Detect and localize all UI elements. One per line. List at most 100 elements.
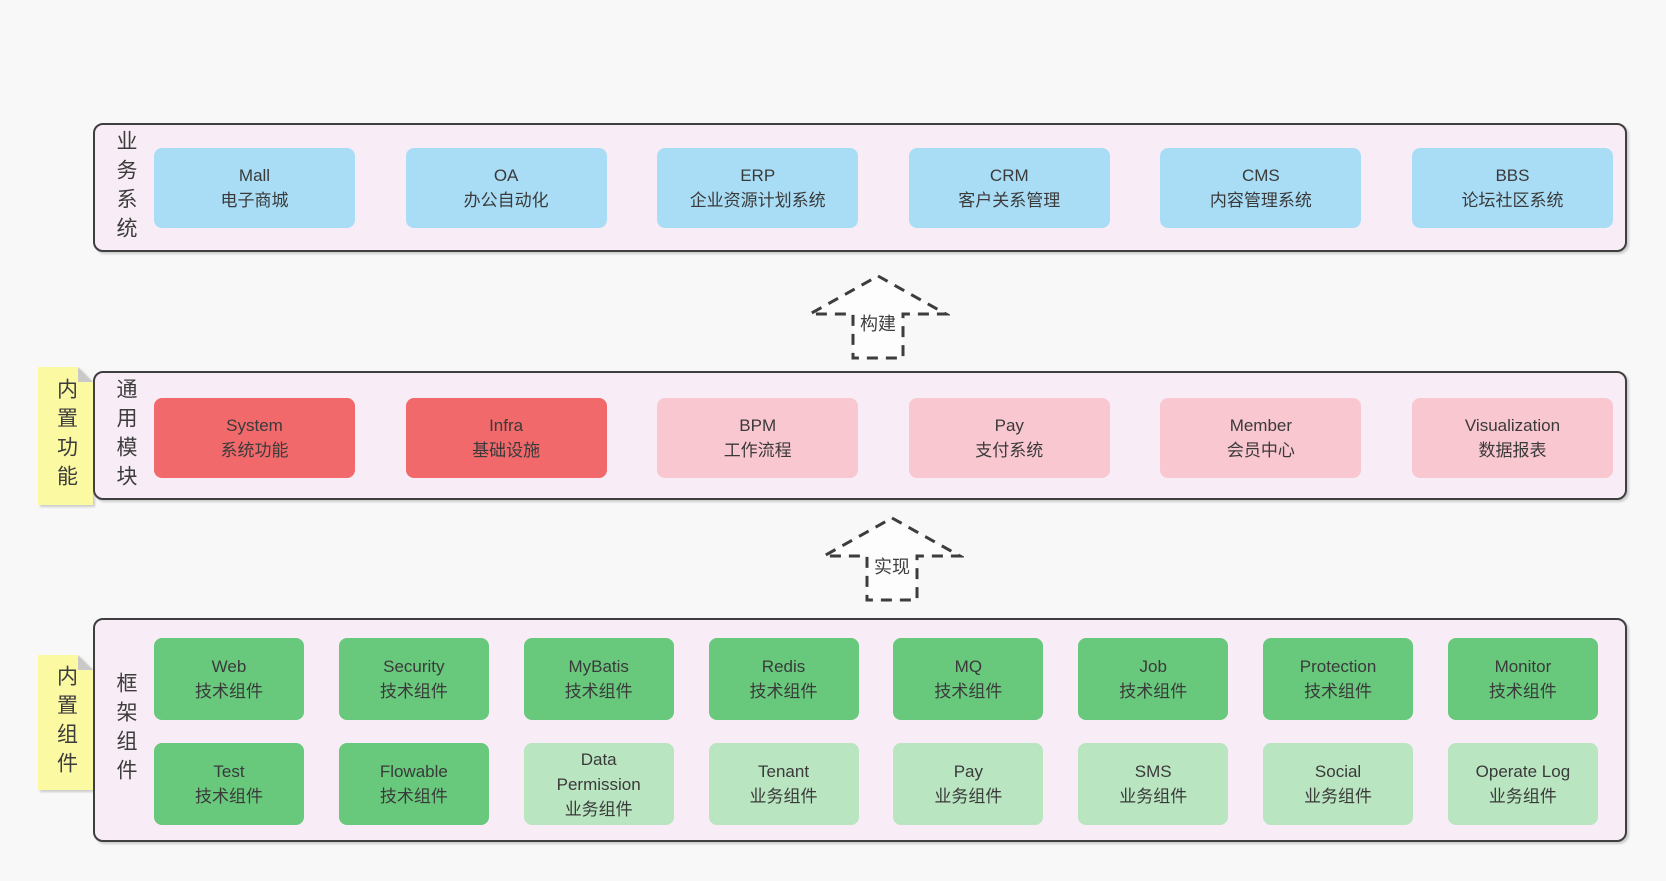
node-title: Tenant [758, 762, 810, 781]
arrow-implement-label: 实现 [874, 557, 910, 577]
side-label-common-modules: 通用模块 [101, 373, 149, 498]
node-title: Mall [238, 166, 271, 185]
node-mybatis: MyBatis 技术组件 [523, 638, 674, 720]
node-subtitle: 工作流程 [723, 441, 792, 460]
node-subtitle: 数据报表 [1478, 441, 1547, 460]
node-erp: ERP 企业资源计划系统 [657, 148, 859, 228]
node-oa: OA 办公自动化 [405, 148, 607, 228]
node-subtitle: 业务组件 [934, 787, 1003, 806]
node-subtitle: 技术组件 [195, 787, 263, 806]
side-label-business-systems: 业务系统 [101, 125, 149, 250]
node-crm: CRM 客户关系管理 [908, 148, 1110, 228]
node-title: Job [1139, 657, 1167, 676]
up-arrow-icon [820, 516, 964, 602]
node-title: SMS [1134, 762, 1172, 781]
node-subtitle: 技术组件 [749, 682, 818, 701]
node-subtitle: 系统功能 [220, 441, 289, 460]
node-title: Member [1229, 416, 1293, 435]
node-protection: Protection 技术组件 [1263, 638, 1414, 720]
node-subtitle: 内容管理系统 [1209, 191, 1312, 210]
node-subtitle: 技术组件 [379, 787, 448, 806]
node-mq: MQ 技术组件 [893, 638, 1044, 720]
node-title: OA [493, 166, 519, 185]
node-visualization: Visualization 数据报表 [1411, 398, 1613, 478]
node-subtitle: 会员中心 [1226, 441, 1295, 460]
node-member: Member 会员中心 [1160, 398, 1362, 478]
node-subtitle: 客户关系管理 [958, 191, 1061, 210]
node-job: Job 技术组件 [1078, 638, 1229, 720]
node-subtitle: 企业资源计划系统 [689, 191, 826, 210]
sticky-note-text: 内置功能 [54, 378, 78, 494]
node-test: Test 技术组件 [154, 743, 304, 825]
fold-corner-icon [78, 655, 93, 670]
node-title: BBS [1495, 166, 1530, 185]
node-title: ERP [740, 166, 776, 185]
side-label-text: 业务系统 [114, 129, 137, 246]
node-pay: Pay 支付系统 [908, 398, 1110, 478]
node-subtitle: 业务组件 [1119, 787, 1188, 806]
node-title: Redis [761, 657, 806, 676]
node-web: Web 技术组件 [154, 638, 304, 720]
fold-corner-icon [78, 367, 93, 382]
node-tenant: Tenant 业务组件 [708, 743, 859, 825]
node-flowable: Flowable 技术组件 [338, 743, 489, 825]
node-title: Operate Log [1475, 762, 1571, 781]
node-operate-log: Operate Log 业务组件 [1447, 743, 1598, 825]
node-title: Pay [994, 416, 1024, 435]
node-subtitle: 论坛社区系统 [1461, 191, 1564, 210]
business-systems-row: Mall 电子商城 OA 办公自动化 ERP 企业资源计划系统 CRM 客户关系… [154, 148, 1613, 228]
side-label-framework-components: 框架组件 [101, 620, 149, 840]
node-title: Test [213, 762, 245, 781]
node-subtitle: 技术组件 [195, 682, 263, 701]
node-title: Web [211, 657, 247, 676]
node-monitor: Monitor 技术组件 [1447, 638, 1598, 720]
node-title: BPM [739, 416, 777, 435]
node-redis: Redis 技术组件 [708, 638, 859, 720]
node-subtitle: 技术组件 [934, 682, 1003, 701]
node-subtitle: 业务组件 [564, 799, 633, 819]
node-subtitle: 基础设施 [472, 441, 541, 460]
node-subtitle: 技术组件 [1119, 682, 1188, 701]
node-title: Infra [489, 416, 524, 435]
arrow-build: 构建 [806, 274, 950, 360]
sticky-note: 内置功能 [38, 367, 93, 505]
side-label-text: 框架组件 [114, 672, 137, 788]
framework-components-bottom-row: Test 技术组件 Flowable 技术组件 Data Permission … [154, 743, 1598, 825]
node-system: System 系统功能 [154, 398, 355, 478]
sticky-note-text: 内置组件 [54, 664, 78, 781]
panel-framework-components: 框架组件 Web 技术组件 Security 技术组件 MyBatis 技术组件… [93, 618, 1627, 842]
node-title: Monitor [1494, 657, 1552, 676]
node-subtitle: 业务组件 [749, 787, 818, 806]
node-subtitle: 技术组件 [1488, 682, 1557, 701]
node-subtitle: 技术组件 [564, 682, 633, 701]
arrow-implement: 实现 [820, 516, 964, 602]
node-security: Security 技术组件 [338, 638, 489, 720]
node-subtitle: 技术组件 [1304, 682, 1373, 701]
node-title: Pay [953, 762, 984, 781]
up-arrow-icon [806, 274, 950, 360]
arrow-build-label: 构建 [860, 314, 896, 334]
side-label-text: 通用模块 [114, 377, 137, 494]
node-title: System [226, 416, 283, 435]
node-title: CRM [989, 166, 1029, 185]
node-title: Social [1314, 762, 1362, 781]
node-title: Security [383, 657, 445, 676]
node-subtitle: 业务组件 [1304, 787, 1373, 806]
node-subtitle: 办公自动化 [463, 191, 549, 210]
node-title: Protection [1299, 657, 1377, 676]
node-bbs: BBS 论坛社区系统 [1411, 148, 1613, 228]
node-bpm: BPM 工作流程 [657, 398, 859, 478]
common-modules-row: System 系统功能 Infra 基础设施 BPM 工作流程 Pay 支付系统… [154, 398, 1613, 478]
node-title: Data Permission [556, 749, 641, 794]
node-subtitle: 业务组件 [1488, 787, 1557, 806]
node-mall: Mall 电子商城 [154, 148, 355, 228]
node-title: Visualization [1464, 416, 1561, 435]
framework-components-top-row: Web 技术组件 Security 技术组件 MyBatis 技术组件 Redi… [154, 638, 1598, 720]
node-title: Flowable [379, 762, 448, 781]
node-cms: CMS 内容管理系统 [1160, 148, 1362, 228]
panel-business-systems: 业务系统 Mall 电子商城 OA 办公自动化 ERP 企业资源计划系统 CRM… [93, 123, 1627, 252]
node-title: MyBatis [568, 657, 629, 676]
node-pay-business: Pay 业务组件 [893, 743, 1044, 825]
node-title: CMS [1241, 166, 1280, 185]
node-infra: Infra 基础设施 [405, 398, 607, 478]
